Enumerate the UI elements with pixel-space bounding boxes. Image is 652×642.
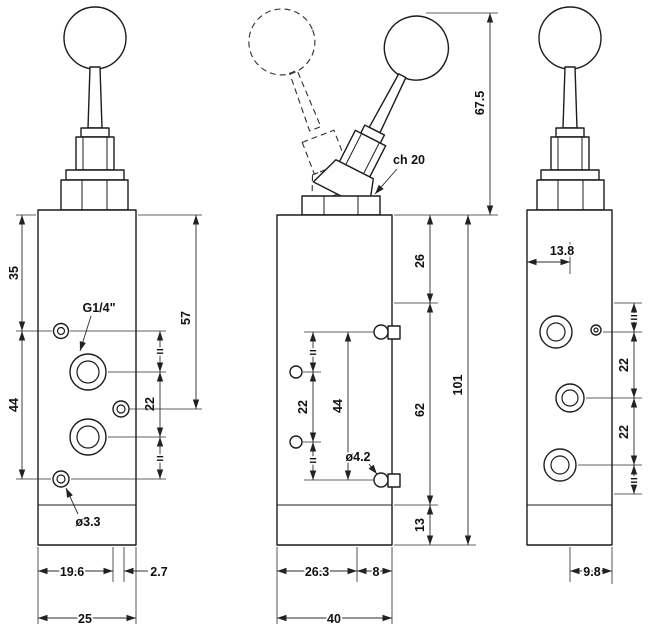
front-lever: [60, 6, 129, 211]
lever-shaft: [368, 73, 407, 134]
side-view: ch 20 = 22 = 44 ø4.2 26 62 13: [248, 8, 498, 628]
lever-shaft: [87, 66, 103, 129]
dim-8-label: 8: [373, 565, 380, 579]
dim-9-8-label: 9.8: [583, 565, 600, 579]
dim-19-6-label: 19.6: [60, 565, 84, 579]
equal-mark-bottom: =: [156, 452, 163, 466]
hole-diameter-label: ø3.3: [75, 515, 100, 529]
washer: [540, 169, 600, 181]
hex-nut: [60, 179, 129, 211]
dim-101-label: 101: [451, 375, 465, 396]
front-dimensions: 35 44 = 22 = 57 19.6 2.7 25: [5, 214, 202, 628]
rear-view: 13.8 = 22 22 = 9.8: [526, 6, 642, 584]
dim-13-label: 13: [413, 518, 427, 532]
lever-ball-dashed: [248, 8, 316, 76]
side-body: [276, 195, 401, 546]
lever-ball: [538, 6, 602, 70]
lever-shaft: [562, 66, 578, 129]
side-dimensions: ch 20 = 22 = 44 ø4.2 26 62 13: [276, 12, 498, 628]
washer: [65, 169, 125, 181]
equal-mark-top: =: [156, 345, 163, 359]
front-view: 35 44 = 22 = 57 19.6 2.7 25: [5, 6, 202, 628]
front-body: [37, 209, 137, 546]
screw-hole-top: [289, 365, 303, 379]
valve-body: [276, 214, 393, 546]
equal-mark-bottom: =: [630, 474, 637, 488]
dim-22-label: 22: [296, 400, 310, 414]
rear-dimensions: 13.8 = 22 22 = 9.8: [527, 242, 642, 584]
side-lever: [312, 15, 450, 211]
lever-step: [80, 127, 110, 138]
dim-67-5-label: 67.5: [473, 91, 487, 115]
hole-diameter-label: ø4.2: [345, 450, 370, 464]
dim-2-7-label: 2.7: [150, 565, 167, 579]
lever-ball: [383, 15, 450, 81]
dim-25-label: 25: [78, 612, 92, 626]
dim-26-label: 26: [413, 254, 427, 268]
dim-57-label: 57: [179, 311, 193, 325]
dim-26-3-label: 26.3: [305, 565, 329, 579]
equal-mark-top: =: [630, 311, 637, 325]
side-tab-top: [387, 325, 401, 340]
dim-62-label: 62: [413, 403, 427, 417]
equal-mark-bottom: =: [309, 454, 316, 468]
dim-35-label: 35: [7, 266, 21, 280]
dim-13-8-label: 13.8: [550, 244, 574, 258]
rear-lever: [536, 6, 605, 211]
hex-nut: [301, 195, 381, 216]
lever-step: [555, 127, 585, 138]
dim-22-label: 22: [143, 397, 157, 411]
lever-collar: [75, 136, 115, 171]
equal-mark-top: =: [309, 346, 316, 360]
dim-44-label: 44: [331, 399, 345, 413]
pilot-hole-bottom: [373, 472, 389, 488]
dim-22-upper-label: 22: [617, 358, 631, 372]
port-thread-label: G1/4": [82, 301, 115, 315]
valve-body: [526, 209, 613, 546]
hex-nut: [536, 179, 605, 211]
hex-size-label: ch 20: [393, 153, 425, 167]
dim-40-label: 40: [327, 612, 341, 626]
pilot-hole-top: [373, 324, 389, 340]
rear-body: [526, 209, 613, 546]
dim-44-label: 44: [7, 398, 21, 412]
lever-collar: [550, 136, 590, 171]
side-tab-bottom: [387, 473, 401, 488]
lever-ball: [63, 6, 127, 70]
dim-22-lower-label: 22: [617, 425, 631, 439]
screw-hole-bottom: [289, 435, 303, 449]
